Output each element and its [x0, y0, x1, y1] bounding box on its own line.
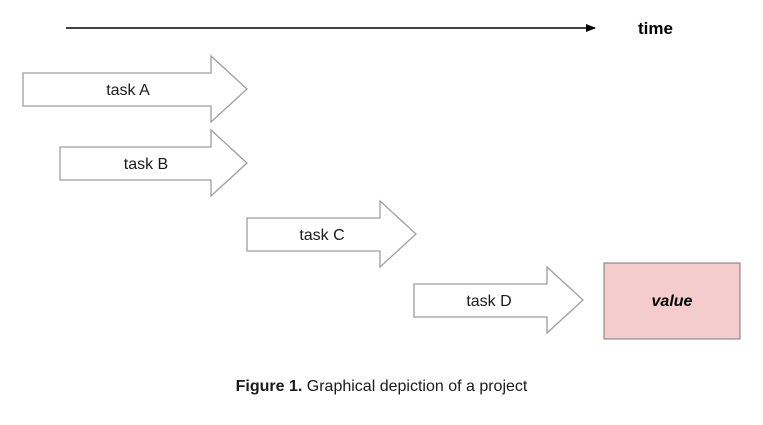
task-b-arrow: task B [59, 128, 248, 198]
task-a-arrow: task A [22, 54, 248, 124]
caption-text: Graphical depiction of a project [302, 378, 528, 395]
value-label: value [652, 293, 693, 310]
task-c-arrow: task C [246, 199, 417, 269]
task-a-label: task A [106, 82, 150, 99]
figure-caption: Figure 1. Graphical depiction of a proje… [0, 378, 763, 396]
task-d-label: task D [466, 293, 511, 310]
task-c-label: task C [299, 227, 344, 244]
figure-number: Figure 1. [235, 378, 303, 395]
task-b-label: task B [124, 156, 168, 173]
timeline-label: time [638, 19, 673, 38]
task-d-arrow: task D [413, 265, 584, 335]
value-box: value [603, 262, 741, 340]
